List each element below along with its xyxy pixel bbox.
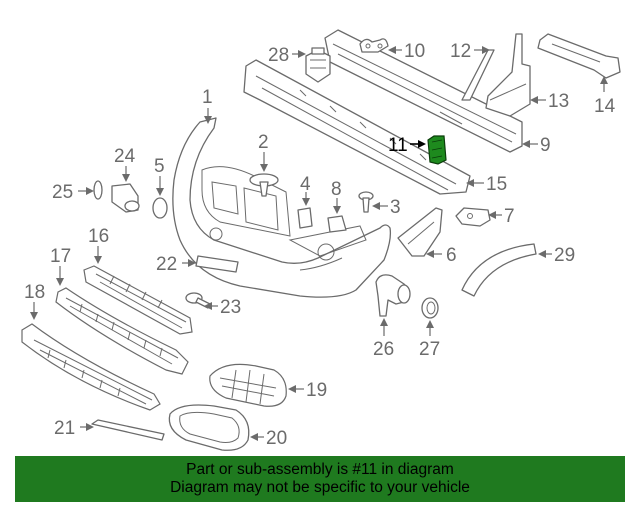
- part-22-plate[interactable]: [195, 255, 239, 273]
- callout-27[interactable]: 27: [419, 339, 440, 360]
- part-26-sensor[interactable]: [375, 274, 411, 317]
- part-17-lower-grille[interactable]: [55, 287, 189, 375]
- part-15-energy-absorber[interactable]: [243, 59, 471, 195]
- callout-19[interactable]: 19: [306, 380, 327, 401]
- callout-26[interactable]: 26: [373, 339, 394, 360]
- callout-20[interactable]: 20: [266, 428, 287, 449]
- part-3-screw[interactable]: [358, 191, 374, 213]
- callout-15[interactable]: 15: [486, 174, 507, 195]
- part-21-strip[interactable]: [91, 419, 165, 441]
- callout-18[interactable]: 18: [24, 282, 45, 303]
- part-16-grille[interactable]: [83, 265, 193, 335]
- callout-labels: 1 2 3 4 5 6 7 8 9 10 11 12 13 14 15 16 1…: [24, 41, 616, 449]
- callout-5[interactable]: 5: [154, 156, 165, 177]
- callout-29[interactable]: 29: [554, 245, 575, 266]
- callout-11[interactable]: 11: [388, 135, 408, 156]
- callout-8[interactable]: 8: [331, 179, 342, 200]
- part-6-deflector[interactable]: [397, 207, 443, 257]
- callout-23[interactable]: 23: [220, 297, 241, 318]
- part-24-sensor-holder[interactable]: [111, 183, 140, 213]
- banner-line-2: Diagram may not be specific to your vehi…: [170, 479, 470, 496]
- callout-24[interactable]: 24: [114, 146, 136, 167]
- info-banner: Part or sub-assembly is #11 in diagram D…: [15, 456, 625, 502]
- part-8-cap[interactable]: [327, 215, 347, 233]
- part-27-ring[interactable]: [421, 297, 439, 319]
- callout-21[interactable]: 21: [54, 418, 75, 439]
- part-18-bottom-grille[interactable]: [21, 323, 161, 411]
- callout-10[interactable]: 10: [404, 41, 425, 62]
- leader-lines: [30, 46, 608, 441]
- parts-diagram: 1 2 3 4 5 6 7 8 9 10 11 12 13 14 15 16 1…: [21, 29, 621, 451]
- callout-22[interactable]: 22: [156, 254, 177, 275]
- callout-9[interactable]: 9: [540, 135, 551, 156]
- part-28-sensor[interactable]: [305, 47, 331, 83]
- part-12-rod[interactable]: [461, 49, 495, 101]
- part-25-ring[interactable]: [93, 180, 103, 200]
- part-29-arch-trim[interactable]: [461, 243, 537, 297]
- callout-16[interactable]: 16: [88, 226, 109, 247]
- callout-6[interactable]: 6: [446, 245, 457, 266]
- part-4-bracket[interactable]: [297, 207, 313, 229]
- part-20-fog-frame[interactable]: [168, 404, 250, 451]
- callout-7[interactable]: 7: [504, 206, 515, 227]
- callout-17[interactable]: 17: [50, 246, 71, 267]
- callout-13[interactable]: 13: [548, 91, 569, 112]
- callout-4[interactable]: 4: [300, 174, 311, 195]
- part-13-bracket[interactable]: [485, 33, 531, 117]
- part-5-gasket[interactable]: [152, 197, 168, 219]
- callout-1[interactable]: 1: [202, 87, 213, 108]
- part-7-bracket[interactable]: [455, 207, 491, 227]
- part-11-highlighted[interactable]: [427, 135, 447, 165]
- part-2-clip[interactable]: [249, 173, 279, 197]
- callout-28[interactable]: 28: [268, 45, 289, 66]
- callout-12[interactable]: 12: [450, 41, 471, 62]
- banner-line-1: Part or sub-assembly is #11 in diagram: [186, 461, 454, 478]
- part-19-fog-grille[interactable]: [209, 363, 287, 407]
- callout-14[interactable]: 14: [594, 96, 616, 117]
- callout-2[interactable]: 2: [258, 132, 269, 153]
- callout-3[interactable]: 3: [390, 197, 401, 218]
- part-10-clip[interactable]: [359, 38, 389, 53]
- callout-25[interactable]: 25: [52, 182, 73, 203]
- part-14-side-bracket[interactable]: [537, 33, 621, 79]
